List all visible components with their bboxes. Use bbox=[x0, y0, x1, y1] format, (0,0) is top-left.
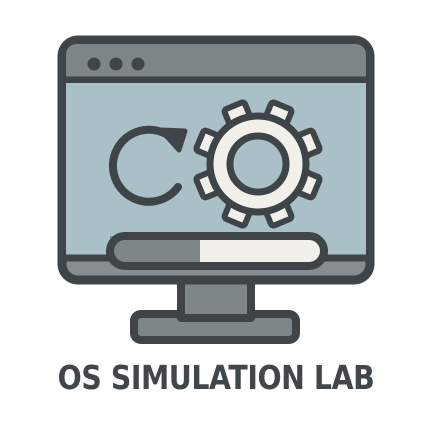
progress-outline bbox=[106, 232, 328, 270]
gear-icon bbox=[193, 99, 323, 229]
progress-bar bbox=[106, 232, 328, 270]
progress-fill bbox=[110, 236, 200, 266]
page-title: OS SIMULATION LAB bbox=[57, 358, 375, 397]
refresh-icon bbox=[108, 125, 188, 206]
window-dots-icon bbox=[87, 57, 145, 71]
